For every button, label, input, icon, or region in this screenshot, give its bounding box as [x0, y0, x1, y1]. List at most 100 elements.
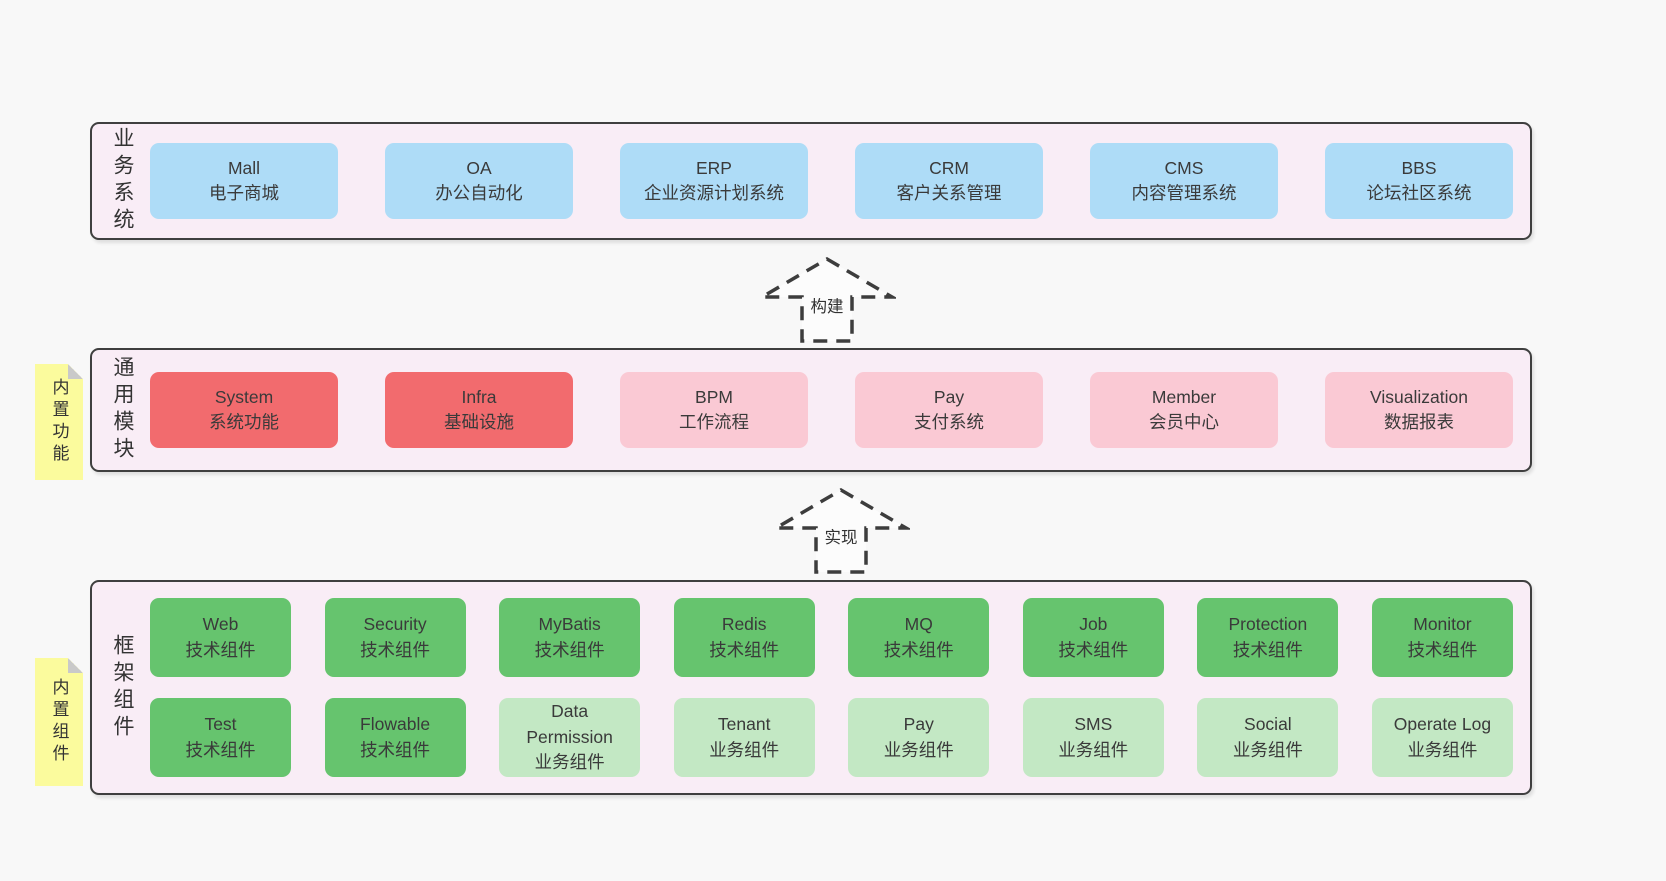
- box-title: SMS: [1074, 714, 1113, 735]
- box-title: Social: [1244, 714, 1292, 735]
- box-title: MQ: [904, 614, 933, 635]
- box-title: Security: [363, 614, 427, 635]
- box-title: ERP: [696, 157, 732, 178]
- sticky-note-built-in-components: 内置组件: [35, 658, 83, 786]
- box-subtitle: 客户关系管理: [896, 183, 1002, 203]
- arrow-build-label: 构建: [807, 293, 847, 317]
- box-title: Test: [204, 714, 237, 735]
- box-flowable-component: Flowable 技术组件: [324, 698, 466, 777]
- box-title: Operate Log: [1393, 714, 1492, 735]
- box-title: Mall: [227, 157, 261, 178]
- box-subtitle: 基础设施: [444, 412, 514, 432]
- section-common-modules: 通用模块 System 系统功能 Infra 基础设施 BPM 工作流程 Pay…: [90, 348, 1532, 472]
- box-title: OA: [466, 157, 492, 178]
- box-member: Member 会员中心: [1090, 372, 1278, 448]
- box-title: Redis: [721, 614, 767, 635]
- box-title: Visualization: [1370, 386, 1468, 407]
- box-subtitle: 会员中心: [1149, 412, 1219, 432]
- box-subtitle: 技术组件: [185, 739, 256, 760]
- framework-components-row-1: Web 技术组件 Security 技术组件 MyBatis 技术组件 Redi…: [150, 598, 1513, 677]
- box-subtitle: 工作流程: [679, 412, 749, 432]
- common-modules-boxes: System 系统功能 Infra 基础设施 BPM 工作流程 Pay 支付系统…: [137, 372, 1530, 448]
- box-subtitle: 企业资源计划系统: [644, 183, 784, 203]
- box-redis-component: Redis 技术组件: [673, 598, 815, 677]
- box-pay-component: Pay 业务组件: [848, 698, 990, 777]
- box-protection-component: Protection 技术组件: [1197, 598, 1339, 677]
- box-oa: OA 办公自动化: [385, 143, 573, 219]
- box-infra: Infra 基础设施: [385, 372, 573, 448]
- box-title: Job: [1079, 614, 1108, 635]
- folded-corner-icon: [68, 658, 83, 673]
- box-subtitle: 业务组件: [1407, 739, 1478, 760]
- box-title: Web: [202, 614, 239, 635]
- box-mybatis-component: MyBatis 技术组件: [499, 598, 641, 677]
- box-title: Flowable: [360, 714, 431, 735]
- business-systems-boxes: Mall 电子商城 OA 办公自动化 ERP 企业资源计划系统 CRM 客户关系…: [137, 143, 1530, 219]
- box-subtitle: 技术组件: [534, 639, 605, 660]
- folded-corner-icon: [68, 364, 83, 379]
- box-web-component: Web 技术组件: [150, 598, 291, 677]
- box-subtitle: 支付系统: [914, 412, 984, 432]
- box-title: Pay: [903, 714, 934, 735]
- box-pay-module: Pay 支付系统: [855, 372, 1043, 448]
- box-subtitle: 技术组件: [709, 639, 780, 660]
- box-title: BPM: [695, 386, 733, 407]
- box-subtitle: 技术组件: [360, 739, 431, 760]
- box-mall: Mall 电子商城: [150, 143, 338, 219]
- box-subtitle: 办公自动化: [435, 183, 523, 203]
- framework-components-row-2: Test 技术组件 Flowable 技术组件 Data Permission …: [150, 698, 1513, 777]
- box-title: Protection: [1228, 614, 1308, 635]
- box-subtitle: 业务组件: [1232, 739, 1303, 760]
- box-subtitle: 技术组件: [360, 639, 431, 660]
- box-subtitle: 技术组件: [1232, 639, 1303, 660]
- box-sms-component: SMS 业务组件: [1022, 698, 1164, 777]
- box-system: System 系统功能: [150, 372, 338, 448]
- box-subtitle: 内容管理系统: [1131, 183, 1237, 203]
- box-monitor-component: Monitor 技术组件: [1371, 598, 1513, 677]
- box-title: Tenant: [717, 714, 771, 735]
- box-subtitle: 电子商城: [209, 183, 279, 203]
- sticky-note-text: 内置组件: [49, 678, 69, 766]
- box-erp: ERP 企业资源计划系统: [620, 143, 808, 219]
- box-subtitle: 系统功能: [209, 412, 279, 432]
- box-subtitle: 技术组件: [185, 639, 256, 660]
- box-subtitle: 技术组件: [1407, 639, 1478, 660]
- box-subtitle: 数据报表: [1384, 412, 1454, 432]
- box-title: CRM: [929, 157, 969, 178]
- arrow-implement: 实现: [772, 487, 910, 575]
- box-social-component: Social 业务组件: [1197, 698, 1339, 777]
- section-business-systems: 业务系统 Mall 电子商城 OA 办公自动化 ERP 企业资源计划系统 CRM…: [90, 122, 1532, 240]
- box-title: System: [214, 386, 274, 407]
- box-subtitle: 技术组件: [883, 639, 954, 660]
- sticky-note-text: 内置功能: [49, 378, 69, 466]
- section-label-framework-components: 框架组件: [111, 633, 134, 742]
- box-subtitle: 业务组件: [709, 739, 780, 760]
- box-tenant-component: Tenant 业务组件: [673, 698, 815, 777]
- box-title: Data Permission: [526, 701, 613, 747]
- box-title: MyBatis: [538, 614, 601, 635]
- box-subtitle: 论坛社区系统: [1366, 183, 1472, 203]
- box-title: BBS: [1401, 157, 1437, 178]
- box-mq-component: MQ 技术组件: [848, 598, 990, 677]
- box-cms: CMS 内容管理系统: [1090, 143, 1278, 219]
- box-operate-log-component: Operate Log 业务组件: [1371, 698, 1513, 777]
- section-label-business-systems: 业务系统: [111, 127, 134, 235]
- box-job-component: Job 技术组件: [1022, 598, 1164, 677]
- arrow-implement-label: 实现: [821, 524, 861, 548]
- box-bbs: BBS 论坛社区系统: [1325, 143, 1513, 219]
- box-title: Pay: [933, 386, 965, 407]
- box-visualization: Visualization 数据报表: [1325, 372, 1513, 448]
- box-subtitle: 技术组件: [1058, 639, 1129, 660]
- box-subtitle: 业务组件: [1058, 739, 1129, 760]
- box-data-permission-component: Data Permission 业务组件: [499, 698, 641, 777]
- framework-components-boxes: Web 技术组件 Security 技术组件 MyBatis 技术组件 Redi…: [137, 598, 1530, 777]
- box-title: Monitor: [1413, 614, 1472, 635]
- box-subtitle: 业务组件: [534, 752, 605, 773]
- box-crm: CRM 客户关系管理: [855, 143, 1043, 219]
- box-title: Member: [1151, 386, 1217, 407]
- box-bpm: BPM 工作流程: [620, 372, 808, 448]
- arrow-build: 构建: [758, 256, 896, 344]
- box-title: CMS: [1164, 157, 1204, 178]
- box-security-component: Security 技术组件: [324, 598, 466, 677]
